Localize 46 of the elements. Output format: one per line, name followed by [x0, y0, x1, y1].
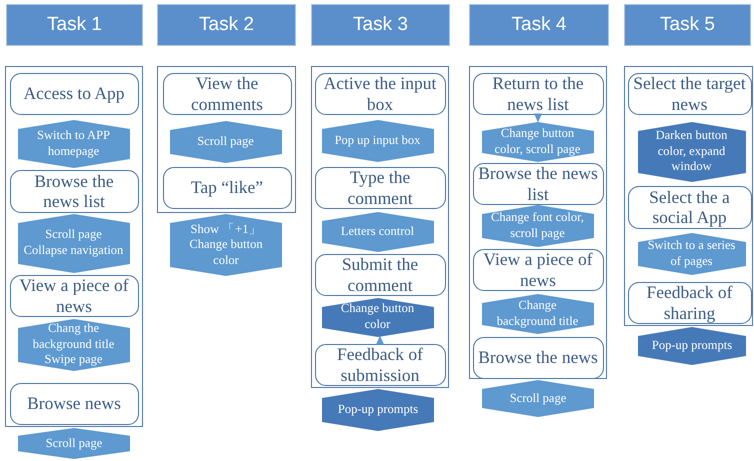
step-box: Access to App	[10, 72, 138, 114]
action-hexagon: Switch to a series of pages	[638, 232, 746, 274]
step-box: Browse the news	[472, 336, 604, 378]
action-hexagon: Show 「+1」 Change button color	[170, 214, 282, 276]
action-hexagon: Change background title	[482, 294, 594, 334]
step-box: Submit the comment	[314, 254, 446, 296]
action-hexagon: Pop up input box	[322, 120, 434, 162]
action-hexagon: Scroll page	[18, 428, 130, 459]
step-box: Browse the news list	[10, 170, 138, 212]
step-box: Type the comment	[314, 166, 446, 208]
arrow	[534, 114, 542, 122]
task-header: Task 4	[469, 4, 609, 46]
action-hexagon: Letters control	[322, 212, 434, 252]
step-box: View a piece of news	[10, 274, 138, 316]
column-frame	[5, 66, 143, 427]
column-frame	[157, 66, 296, 213]
step-box: Return to the news list	[472, 72, 604, 114]
action-hexagon: Scroll page	[170, 120, 282, 162]
task-header: Task 3	[311, 4, 450, 46]
task-header: Task 2	[157, 4, 296, 46]
task-header: Task 5	[624, 4, 751, 46]
step-box: View the comments	[162, 72, 292, 114]
step-box: Active the input box	[314, 72, 446, 114]
action-hexagon: Pop-up prompts	[638, 327, 746, 365]
action-hexagon: Pop-up prompts	[322, 389, 434, 431]
action-hexagon: Darken button color, expand window	[638, 122, 746, 182]
column-frame	[624, 66, 753, 326]
step-box: Feedback of sharing	[628, 282, 752, 324]
action-hexagon: Change button color	[322, 298, 434, 336]
step-box: Tap “like”	[162, 166, 292, 208]
step-box: Select the a social App	[628, 186, 752, 228]
action-hexagon: Chang the background title Swipe page	[18, 318, 130, 370]
action-hexagon: Change font color, scroll page	[482, 204, 594, 246]
action-hexagon: Scroll page Collapse navigation	[18, 214, 130, 272]
step-box: Feedback of submission	[314, 344, 446, 386]
column-frame	[469, 66, 607, 379]
arrow	[376, 336, 384, 344]
step-box: View a piece of news	[472, 248, 604, 290]
task-header: Task 1	[6, 4, 143, 46]
action-hexagon: Switch to APP homepage	[18, 120, 130, 168]
action-hexagon: Change button color, scroll page	[482, 122, 594, 162]
step-box: Browse news	[10, 382, 138, 424]
action-hexagon: Scroll page	[482, 380, 594, 417]
column-frame	[311, 66, 449, 388]
step-box: Select the target news	[628, 72, 752, 114]
step-box: Browse the news list	[472, 162, 604, 204]
